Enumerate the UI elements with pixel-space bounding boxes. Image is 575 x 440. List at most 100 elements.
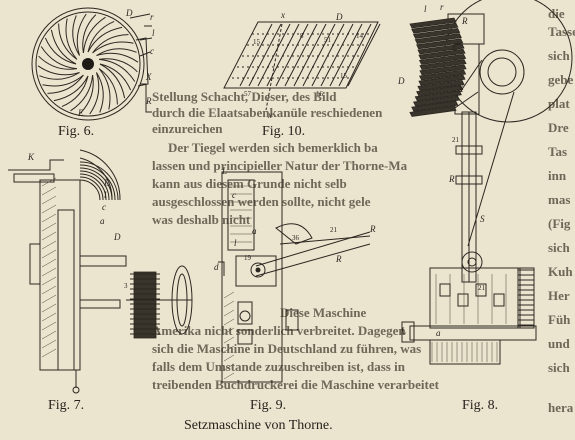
fig7-inner-shaft (57, 209, 75, 371)
fig7-arm-lower (79, 299, 121, 309)
fig9-label: 36 (292, 234, 300, 242)
fig8-foot-end (401, 321, 415, 343)
fig6-blade-edge (99, 63, 126, 99)
margin-word: hera (548, 400, 574, 415)
fig8-pulley (479, 49, 525, 95)
fig6-side-bar (135, 37, 149, 87)
fig6-blade-edge (53, 75, 89, 102)
fig7-slat (79, 161, 119, 201)
fig6-inner-ring (35, 11, 141, 117)
fig6-blade (99, 58, 138, 73)
fig6-blade-edge (99, 58, 136, 82)
fig10-channel (284, 23, 318, 87)
fig9-hatch-line (223, 354, 235, 362)
fig9-pivot-pin (255, 267, 261, 273)
fig8-plate (418, 69, 467, 81)
fig6-arm-r (140, 83, 152, 113)
fig7-label: c (102, 202, 106, 212)
fig10-label: D (335, 12, 343, 22)
fig8-label: S (480, 214, 485, 224)
fig7-gear-teeth (130, 273, 160, 335)
fig6-leader-d (129, 13, 151, 19)
margin-word: Her (548, 288, 570, 303)
fig6-leader-c (139, 51, 151, 57)
fig8-label: E (451, 42, 458, 52)
fig7-hatch-line (41, 267, 57, 277)
fig9-slot (237, 301, 253, 325)
fig8-belt (467, 91, 515, 247)
fig9-slot (285, 309, 299, 331)
margin-word: die (548, 6, 565, 21)
background-line: Diese Maschine (280, 305, 367, 320)
fig8-plate (417, 79, 465, 91)
fig8-base-part (457, 293, 469, 307)
fig6-label: l (152, 28, 155, 38)
fig7-hatch-line (41, 276, 57, 286)
fig8-plate (412, 27, 461, 39)
fig10-label: 16 (316, 90, 324, 98)
fig9-hatch (223, 185, 252, 380)
fig9-lever-bottom (255, 243, 371, 277)
fig7-slat (79, 167, 113, 201)
fig10-label: x (280, 10, 285, 20)
fig6-label: D (125, 8, 133, 18)
fig6-outer-ring (31, 7, 145, 121)
fig6-blade (96, 48, 137, 56)
fig7-slat (79, 173, 107, 201)
fig8-plate (418, 53, 467, 65)
fig7-label: 3 (124, 282, 128, 290)
margin-word: Dre (548, 120, 569, 135)
margin-word: Tas (548, 144, 568, 159)
fig8-plate (419, 64, 467, 76)
background-line: lassen und principieller Natur der Thorn… (152, 158, 408, 173)
fig9-hatch-line (223, 309, 235, 317)
fig6-blade-edge (70, 75, 94, 112)
fig9-label: l (234, 238, 237, 248)
fig10-channel (239, 23, 273, 87)
fig9-housing (221, 171, 283, 383)
fig10-channel (320, 23, 354, 87)
fig6-blade-edge (42, 74, 84, 87)
fig7-hatch-line (41, 312, 57, 322)
fig9-hatch-line (223, 291, 235, 299)
fig10-label: 8 (300, 32, 304, 40)
fig10-label: 14 (356, 32, 364, 40)
fig9-label: c (232, 190, 236, 200)
margin-word: plat (548, 96, 570, 111)
fig6-label: R (145, 96, 152, 106)
fig10-label: 15 (340, 72, 348, 80)
fig6-blade-edge (98, 68, 111, 110)
fig8-base-part (493, 293, 505, 307)
margin-word: mas (548, 192, 571, 207)
fig10-axis-line (265, 23, 283, 111)
fig6-blade (39, 72, 80, 80)
fig8-plates (409, 17, 467, 117)
fig6-blade (47, 74, 84, 94)
fig9-label: 19 (244, 254, 252, 262)
fig6-leader-l (139, 37, 153, 41)
fig8-plate (417, 43, 465, 55)
fig9-hatch-line (223, 327, 235, 335)
fig7-top-plate (13, 173, 55, 183)
fig9-hatch-line (223, 345, 235, 353)
fig8-drawing: l r R E D X 21 R S 21 L a (397, 0, 573, 365)
fig7-label: D (113, 232, 121, 242)
fig9-label: R (369, 224, 376, 234)
fig10-channel (248, 23, 282, 87)
fig8-base-part (475, 283, 487, 297)
fig9-hatch-line (223, 318, 235, 326)
fig6-blade (87, 20, 115, 53)
fig8-plate (409, 105, 457, 117)
fig8-plate (414, 90, 462, 102)
fig8-label: R (461, 16, 468, 26)
fig8-base-mechanism (429, 267, 521, 329)
fig7-hatch-line (41, 195, 57, 205)
fig7-hatch (41, 177, 57, 358)
fig6-blade (58, 23, 78, 60)
fig7-label: L (103, 178, 109, 188)
fig8-side-gear (517, 267, 535, 329)
fig6-blade (61, 75, 89, 108)
fig9-hatch-line (223, 372, 235, 380)
fig10-channel (329, 23, 363, 87)
fig7-slat (79, 170, 110, 201)
